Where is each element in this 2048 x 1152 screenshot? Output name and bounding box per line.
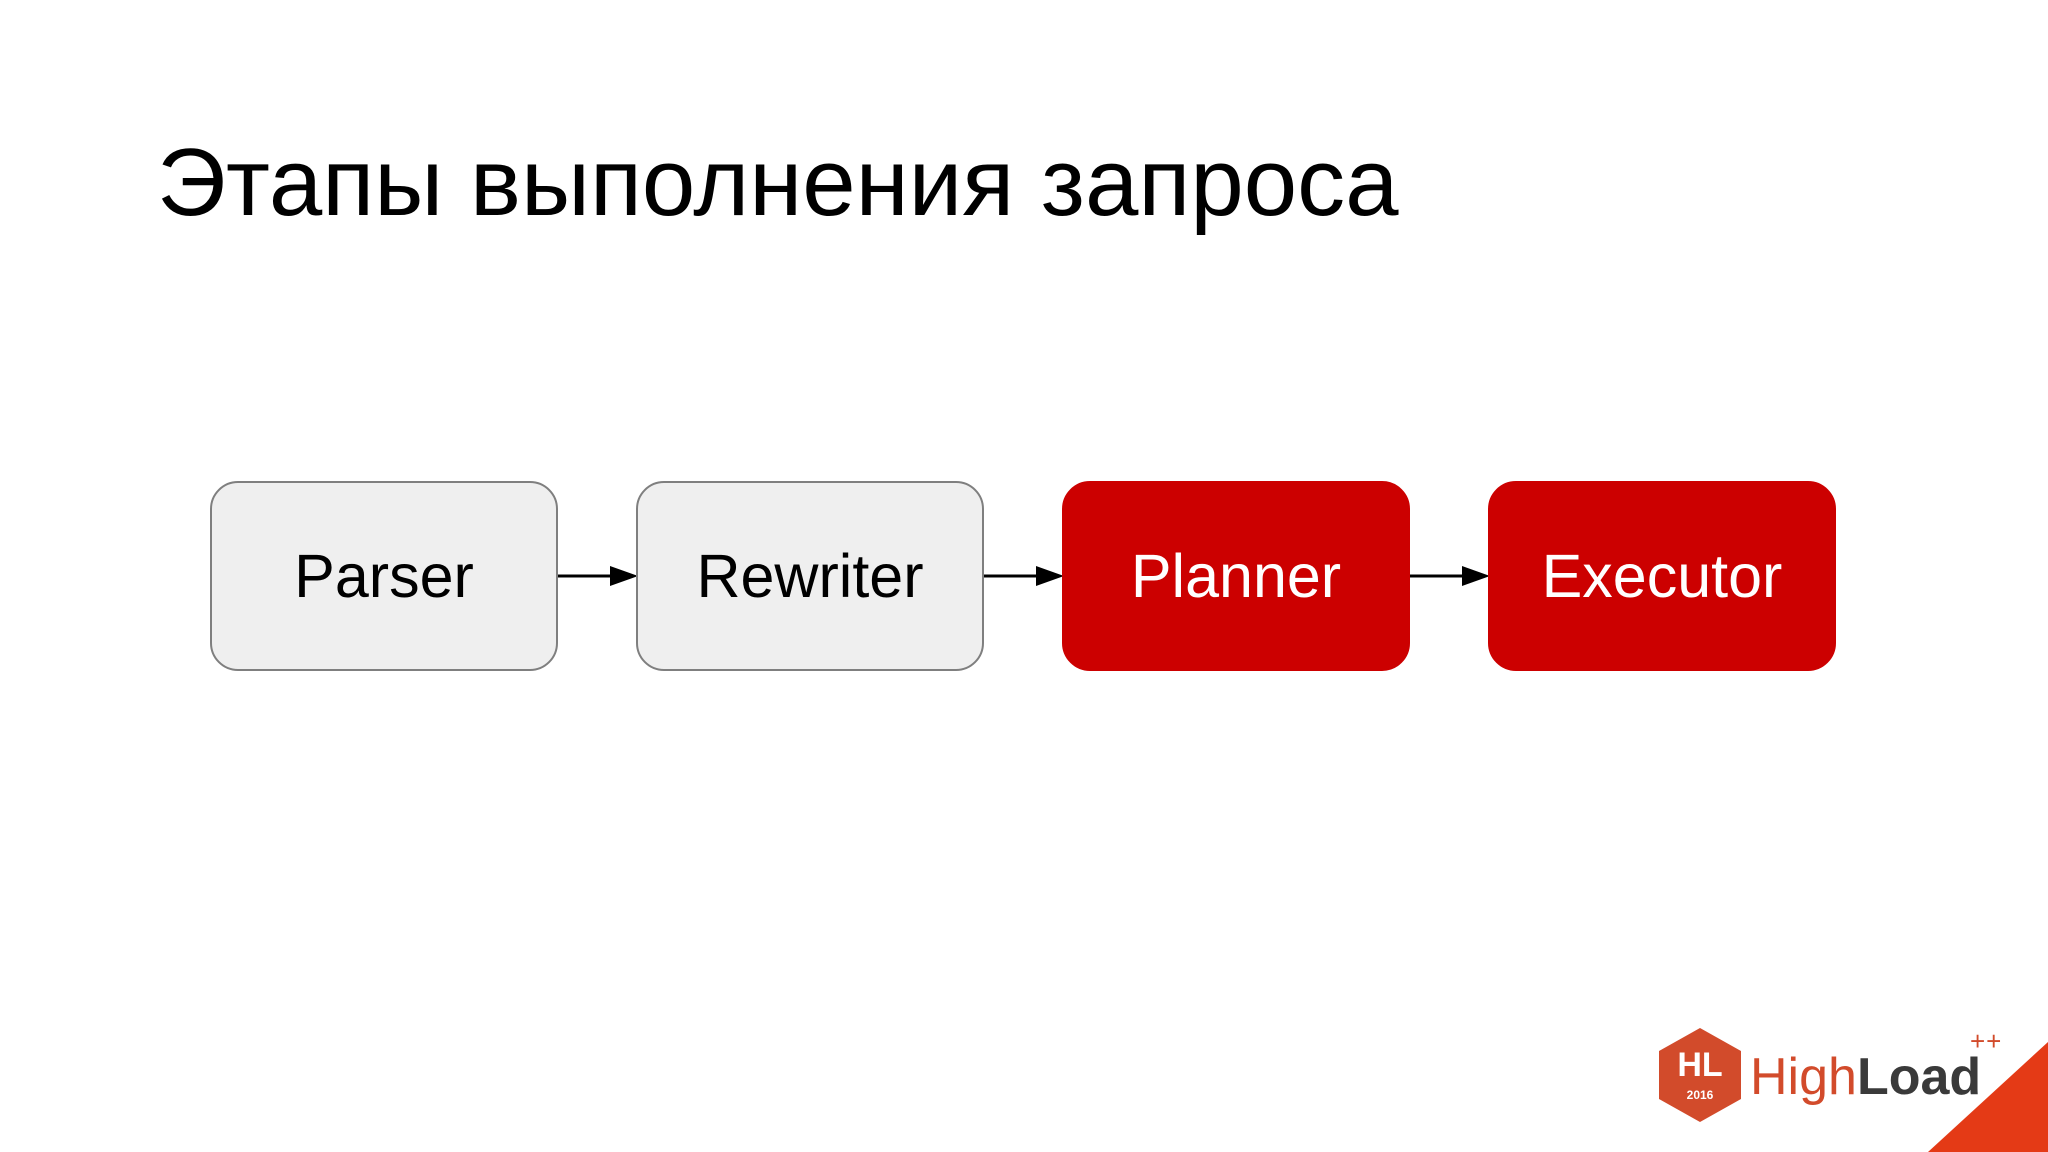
arrow-parser-to-rewriter bbox=[558, 566, 638, 586]
stage-rewriter: Rewriter bbox=[636, 481, 984, 671]
logo-year: 2016 bbox=[1686, 1088, 1714, 1102]
corner-accent-triangle bbox=[1928, 1042, 2048, 1152]
logo-word-load: Load bbox=[1856, 1048, 1982, 1106]
stage-parser: Parser bbox=[210, 481, 558, 671]
slide-title: Этапы выполнения запроса bbox=[157, 129, 1399, 236]
arrow-planner-to-executor bbox=[1410, 566, 1490, 586]
stage-planner: Planner bbox=[1062, 481, 1410, 671]
highload-logo: HL 2016 HighLoad ++ bbox=[1655, 1025, 2005, 1125]
logo-word-high: High bbox=[1750, 1048, 1857, 1106]
logo-badge-text: HL bbox=[1677, 1046, 1723, 1084]
arrow-rewriter-to-planner bbox=[984, 566, 1064, 586]
logo-plus: ++ bbox=[1970, 1026, 2003, 1056]
logo-wordmark: HighLoad bbox=[1750, 1047, 1981, 1107]
logo-hexagon-icon bbox=[1659, 1028, 1741, 1122]
stage-executor: Executor bbox=[1488, 481, 1836, 671]
